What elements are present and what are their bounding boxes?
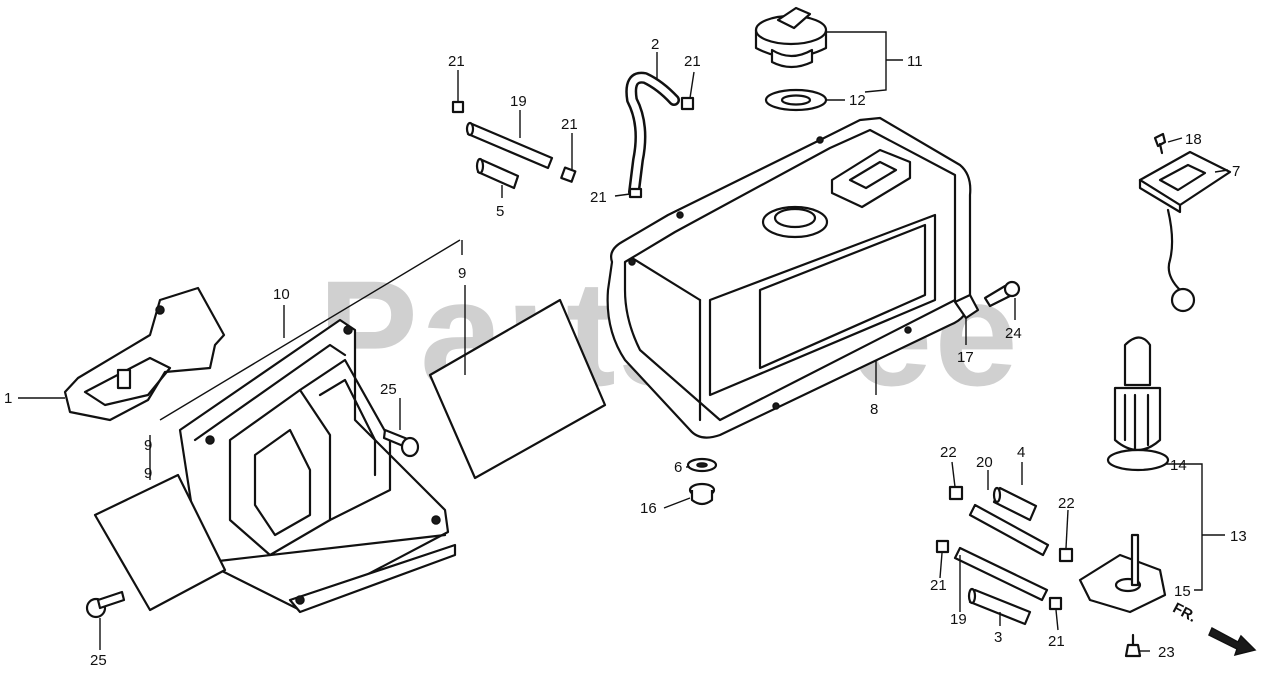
- hose-clip-21-a[interactable]: [451, 100, 465, 114]
- callout-3: 3: [994, 629, 1002, 646]
- callout-24: 24: [1005, 325, 1022, 342]
- insulator-pad-9-left[interactable]: [93, 473, 227, 612]
- fuel-tube-19-lower[interactable]: [953, 546, 1049, 602]
- fuel-tube-5[interactable]: [475, 157, 520, 190]
- callout-15: 15: [1174, 583, 1191, 600]
- fuel-tube-20[interactable]: [968, 503, 1050, 557]
- hose-clip-21-d[interactable]: [628, 187, 643, 199]
- callout-6: 6: [674, 459, 682, 476]
- tank-bracket-1[interactable]: [63, 286, 226, 422]
- callout-2: 2: [651, 36, 659, 53]
- callout-21-f: 21: [1048, 633, 1065, 650]
- callout-21-c: 21: [684, 53, 701, 70]
- callout-25-b: 25: [90, 652, 107, 669]
- breather-hose[interactable]: [625, 71, 680, 198]
- bolt-25-b[interactable]: [85, 590, 126, 619]
- callout-labels: 1 2 3 4 5 6 7 8 9 9 9 10 11 12 13 14 15 …: [4, 36, 1247, 669]
- callout-21-b: 21: [561, 116, 578, 133]
- drain-plug-16[interactable]: [688, 482, 716, 506]
- callout-4: 4: [1017, 444, 1025, 461]
- callout-7: 7: [1232, 163, 1240, 180]
- callout-1: 1: [4, 390, 12, 407]
- callout-9-a: 9: [144, 437, 152, 454]
- washer-6[interactable]: [686, 457, 718, 473]
- callout-20: 20: [976, 454, 993, 471]
- bolt-24[interactable]: [983, 280, 1021, 308]
- callout-18: 18: [1185, 131, 1202, 148]
- fuel-strainer[interactable]: [1106, 336, 1170, 472]
- callout-9-b: 9: [144, 465, 152, 482]
- callout-22-b: 22: [1058, 495, 1075, 512]
- callout-9-c: 9: [458, 265, 466, 282]
- hose-clip-22-a[interactable]: [948, 485, 964, 501]
- callout-21-e: 21: [930, 577, 947, 594]
- insulator-pad-9-right[interactable]: [428, 298, 607, 480]
- callout-21-a: 21: [448, 53, 465, 70]
- fuel-tube-4[interactable]: [992, 486, 1038, 522]
- cap-gasket[interactable]: [764, 88, 828, 112]
- callout-16: 16: [640, 500, 657, 517]
- callout-25-a: 25: [380, 381, 397, 398]
- leader-lines: [18, 31, 1229, 652]
- callout-5: 5: [496, 203, 504, 220]
- clip-17[interactable]: [953, 293, 980, 320]
- hose-clip-22-b[interactable]: [1058, 547, 1074, 563]
- hose-clip-21-e[interactable]: [935, 539, 950, 554]
- callout-19-a: 19: [510, 93, 527, 110]
- hose-clip-21-c[interactable]: [680, 96, 695, 111]
- heat-shield-10[interactable]: [178, 318, 457, 614]
- fuel-tube-3[interactable]: [967, 587, 1032, 626]
- callout-14: 14: [1170, 457, 1187, 474]
- callout-17: 17: [957, 349, 974, 366]
- callout-19-b: 19: [950, 611, 967, 628]
- screw-23[interactable]: [1124, 633, 1142, 658]
- callout-11: 11: [907, 53, 923, 70]
- svg-text:FR.: FR.: [1170, 599, 1199, 625]
- callout-13: 13: [1230, 528, 1247, 545]
- fuel-gauge-sender[interactable]: [1138, 150, 1232, 313]
- callout-23: 23: [1158, 644, 1175, 661]
- hose-clip-21-b[interactable]: [560, 166, 577, 183]
- callout-21-d: 21: [590, 189, 607, 206]
- front-direction-arrow-icon: FR.: [1170, 599, 1257, 657]
- callout-22-a: 22: [940, 444, 957, 461]
- fuel-cock-15[interactable]: [1078, 533, 1167, 614]
- fuel-filler-cap[interactable]: [754, 6, 828, 69]
- callout-8: 8: [870, 401, 878, 418]
- bolt-25-a[interactable]: [382, 428, 420, 458]
- screw-18[interactable]: [1153, 132, 1167, 155]
- hose-clip-21-f[interactable]: [1048, 596, 1063, 611]
- fuel-tube-19-upper[interactable]: [465, 121, 554, 170]
- callout-12: 12: [849, 92, 866, 109]
- callout-10: 10: [273, 286, 290, 303]
- fuel-tank[interactable]: [606, 116, 972, 439]
